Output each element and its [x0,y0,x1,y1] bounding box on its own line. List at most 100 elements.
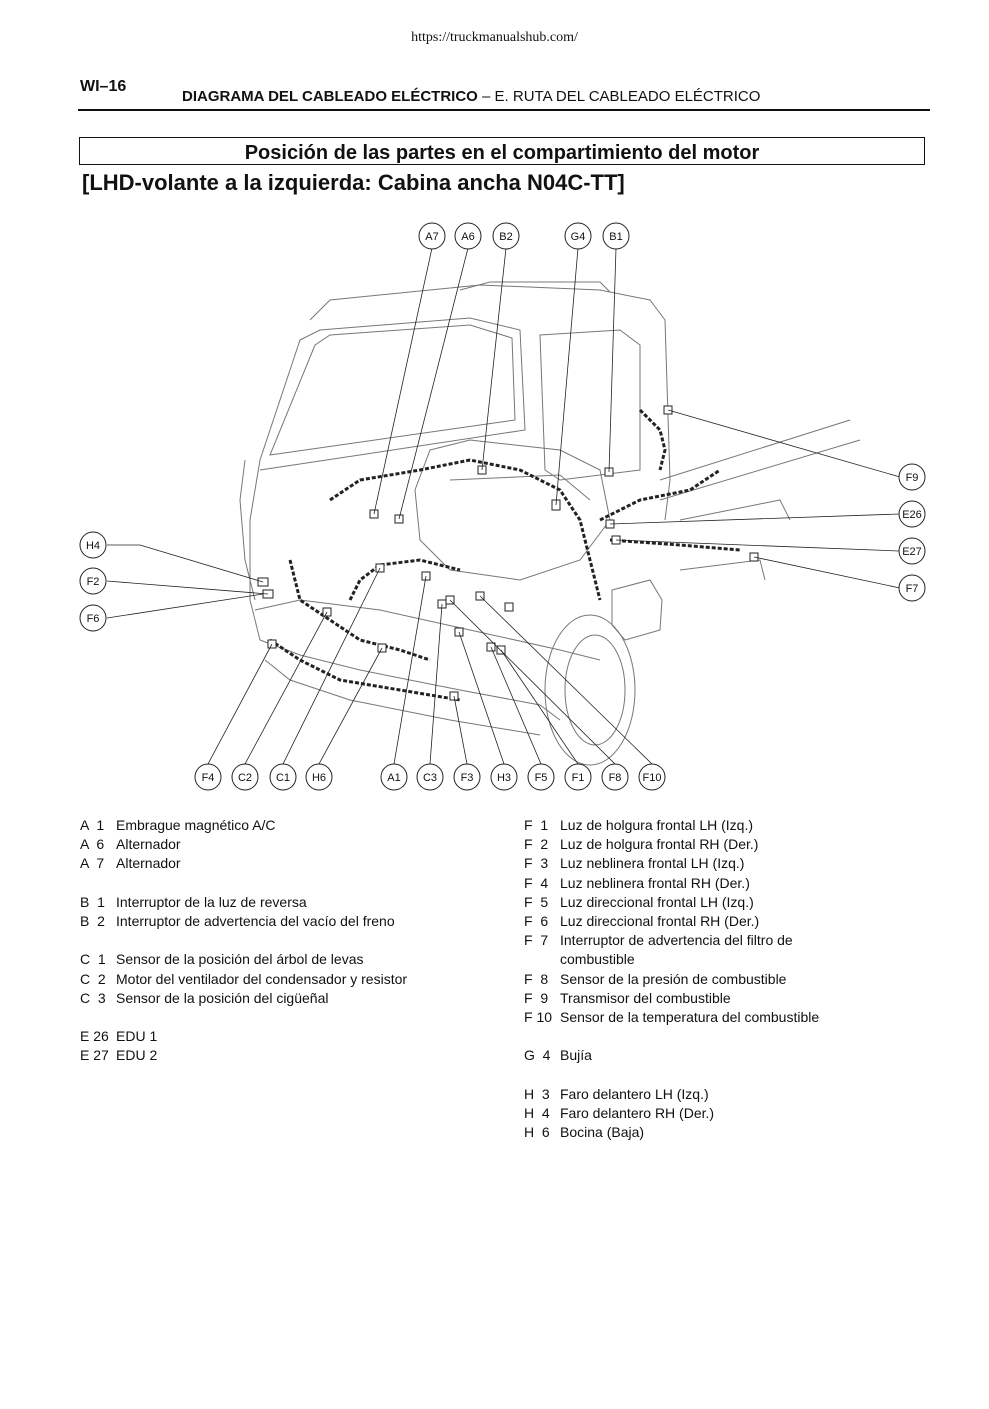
callout-f1: F1 [572,772,585,784]
legend-label: Luz neblinera frontal RH (Der.) [560,874,750,891]
legend-label: Sensor de la presión de combustible [560,970,787,987]
leader-lines [106,247,901,765]
legend-row: F 2 Luz de holgura frontal RH (Der.) [524,835,924,854]
page-header: DIAGRAMA DEL CABLEADO ELÉCTRICO – E. RUT… [182,88,760,105]
legend-row: H 6 Bocina (Baja) [524,1123,924,1142]
legend-row: F 9 Transmisor del combustible [524,989,924,1008]
legend-code: F 5 [524,893,549,910]
legend-label: Luz de holgura frontal LH (Izq.) [560,817,753,833]
legend-code: F 7 [524,932,549,949]
legend-code: F 3 [524,855,549,872]
legend-code: F 4 [524,874,549,891]
legend-code [524,950,560,969]
callout-f9: F9 [906,472,919,484]
legend-row: C 3 Sensor de la posición del cigüeñal [80,989,500,1008]
callout-f5: F5 [535,772,548,784]
callout-g4: G4 [571,231,586,243]
legend-row: F 8 Sensor de la presión de combustible [524,970,924,989]
legend-label: Bujía [560,1047,592,1064]
legend-row: F 6 Luz direccional frontal RH (Der.) [524,912,924,931]
legend-label: Sensor de la posición del árbol de levas [116,951,364,968]
legend-code: G 4 [524,1047,551,1064]
callout-h6: H6 [312,772,326,784]
legend-gap [80,931,500,950]
callout-c3: C3 [423,772,437,784]
legend-label: Luz direccional frontal RH (Der.) [560,913,760,930]
legend-label: Faro delantero RH (Der.) [560,1105,715,1122]
legend-row: A 6 Alternador [80,835,500,854]
callout-c1: C1 [276,772,290,784]
callout-f8: F8 [609,772,622,784]
callout-f7: F7 [906,583,919,595]
legend-label: Motor del ventilador del condensador y r… [116,970,408,987]
callout-f4: F4 [202,772,215,784]
legend-row: C 2 Motor del ventilador del condensador … [80,970,500,989]
legend-code: B 2 [80,913,105,929]
connectors [257,405,759,701]
legend-label: Interruptor de la luz de reversa [116,893,307,910]
legend-code: H 4 [524,1105,550,1122]
legend-code: A 6 [80,836,105,853]
legend-gap [80,1008,500,1027]
legend-code: E 26 [80,1028,109,1045]
callout-f2: F2 [87,576,100,588]
callout-h4: H4 [86,540,100,552]
callout-labels: A7 A6 B2 G4 B1 F9 E26 E27 F7 H4 F2 F6 F4… [86,231,922,784]
callout-a1: A1 [387,772,400,784]
section-subtitle: [LHD-volante a la izquierda: Cabina anch… [82,170,625,195]
legend-code: C 3 [80,989,106,1006]
legend-code: H 6 [524,1124,550,1141]
legend-row: G 4 Bujía [524,1046,924,1065]
callout-b1: B1 [609,231,622,243]
legend-row: E 26 EDU 1 [80,1027,500,1046]
legend-label: Sensor de la temperatura del combustible [560,1009,820,1026]
legend-label: Sensor de la posición del cigüeñal [116,989,329,1006]
legend-code: C 2 [80,970,106,987]
callout-f10: F10 [643,772,662,784]
legend-code: F 6 [524,913,549,930]
callout-h3: H3 [497,772,511,784]
legend-gap [524,1027,924,1046]
callout-f3: F3 [461,772,474,784]
legend-code: F 2 [524,836,549,853]
callout-e27: E27 [902,546,922,558]
legend-label: Luz de holgura frontal RH (Der.) [560,836,759,853]
legend-gap [524,1066,924,1085]
legend-code: A 7 [80,855,105,872]
callout-a6: A6 [461,231,474,243]
legend-label: Faro delantero LH (Izq.) [560,1085,709,1102]
legend-code: A 1 [80,817,105,833]
wire-harness [269,408,741,702]
source-url[interactable]: https://truckmanualshub.com/ [411,30,578,45]
legend-row: H 4 Faro delantero RH (Der.) [524,1104,924,1123]
truck-outline [239,281,861,766]
legend-code: E 27 [80,1047,109,1064]
legend-label: Alternador [116,836,181,853]
legend-label: combustible [560,951,635,968]
wiring-diagram: A7 A6 B2 G4 B1 F9 E26 E27 F7 H4 F2 F6 F4… [79,222,926,791]
callout-c2: C2 [238,772,252,784]
legend-code: F 9 [524,989,549,1006]
legend-label: Bocina (Baja) [560,1124,645,1141]
legend-label: EDU 1 [116,1028,158,1045]
legend-code: F 8 [524,970,549,987]
legend-label: Transmisor del combustible [560,989,731,1006]
callout-a7: A7 [425,231,438,243]
header-rest: – E. RUTA DEL CABLEADO ELÉCTRICO [477,88,761,105]
legend-row: F 4 Luz neblinera frontal RH (Der.) [524,874,924,893]
header-bold: DIAGRAMA DEL CABLEADO ELÉCTRICO [182,88,478,105]
